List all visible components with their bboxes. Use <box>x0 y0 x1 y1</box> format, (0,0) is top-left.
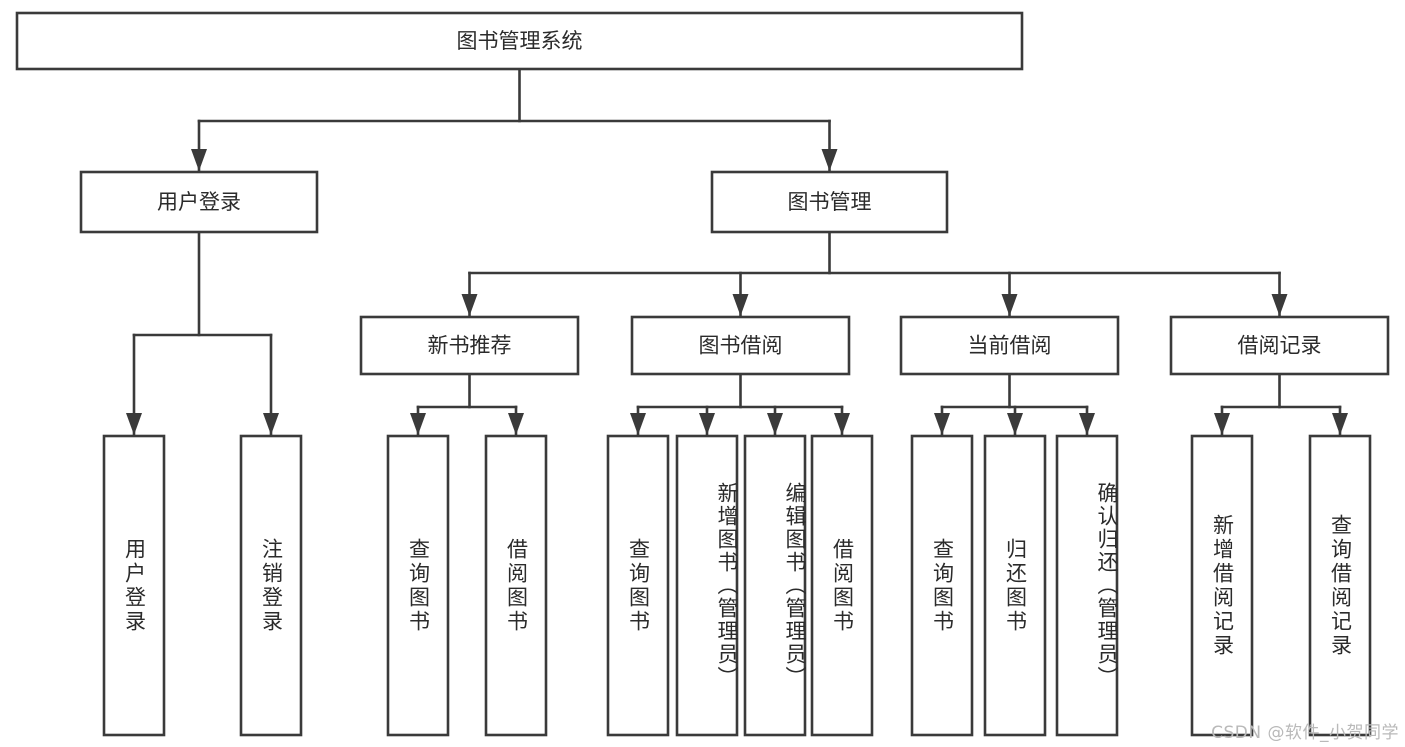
node-root-box[interactable] <box>15 11 1024 71</box>
arrow-head-icon <box>191 149 207 171</box>
node-user-login-box[interactable] <box>79 170 319 234</box>
node-new-book-recommend-box[interactable] <box>359 315 580 376</box>
node-leaf-logout-login-box[interactable] <box>239 434 303 737</box>
boxes-layer <box>15 11 1390 737</box>
arrow-head-icon <box>934 413 950 435</box>
arrow-head-icon <box>126 413 142 435</box>
node-leaf-return-book-box[interactable] <box>983 434 1047 737</box>
node-leaf-borrow-book-1-box[interactable] <box>484 434 548 737</box>
node-new-book-recommend-label: 新书推荐 <box>428 334 512 358</box>
arrow-head-icon <box>834 413 850 435</box>
arrow-head-icon <box>1001 294 1018 316</box>
node-book-manage-box[interactable] <box>710 170 949 234</box>
node-current-borrow-label: 当前借阅 <box>968 334 1052 358</box>
node-borrow-record-label: 借阅记录 <box>1238 334 1322 358</box>
arrow-head-icon <box>1214 413 1230 435</box>
node-book-manage-label: 图书管理 <box>788 190 872 214</box>
node-leaf-confirm-return-admin-box[interactable] <box>1055 434 1119 737</box>
node-leaf-query-book-3-box[interactable] <box>910 434 974 737</box>
node-current-borrow-box[interactable] <box>899 315 1120 376</box>
node-leaf-query-book-2-box[interactable] <box>606 434 670 737</box>
arrow-head-icon <box>630 413 646 435</box>
node-leaf-edit-book-admin-box[interactable] <box>743 434 807 737</box>
arrow-head-icon <box>263 413 279 435</box>
node-root-label: 图书管理系统 <box>457 29 583 53</box>
arrow-head-icon <box>1007 413 1023 435</box>
arrow-head-icon <box>1079 413 1095 435</box>
arrow-head-icon <box>461 294 478 316</box>
node-leaf-add-book-admin-box[interactable] <box>675 434 739 737</box>
arrow-head-icon <box>1271 294 1288 316</box>
node-leaf-user-login-box[interactable] <box>102 434 166 737</box>
node-leaf-query-borrow-record-box[interactable] <box>1308 434 1372 737</box>
arrow-head-icon <box>767 413 783 435</box>
node-leaf-borrow-book-2-box[interactable] <box>810 434 874 737</box>
node-leaf-add-borrow-record-box[interactable] <box>1190 434 1254 737</box>
connectors-layer <box>126 67 1348 437</box>
node-leaf-query-book-1-box[interactable] <box>386 434 450 737</box>
node-user-login-label: 用户登录 <box>157 190 241 214</box>
csdn-watermark: CSDN @软件_小贺同学 <box>1211 723 1399 743</box>
node-book-borrow-label: 图书借阅 <box>699 334 783 358</box>
arrow-head-icon <box>1332 413 1348 435</box>
arrow-head-icon <box>410 413 426 435</box>
arrow-head-icon <box>699 413 715 435</box>
arrow-head-icon <box>821 149 838 171</box>
arrow-head-icon <box>732 294 749 316</box>
node-book-borrow-box[interactable] <box>630 315 851 376</box>
node-borrow-record-box[interactable] <box>1169 315 1390 376</box>
arrow-head-icon <box>508 413 524 435</box>
